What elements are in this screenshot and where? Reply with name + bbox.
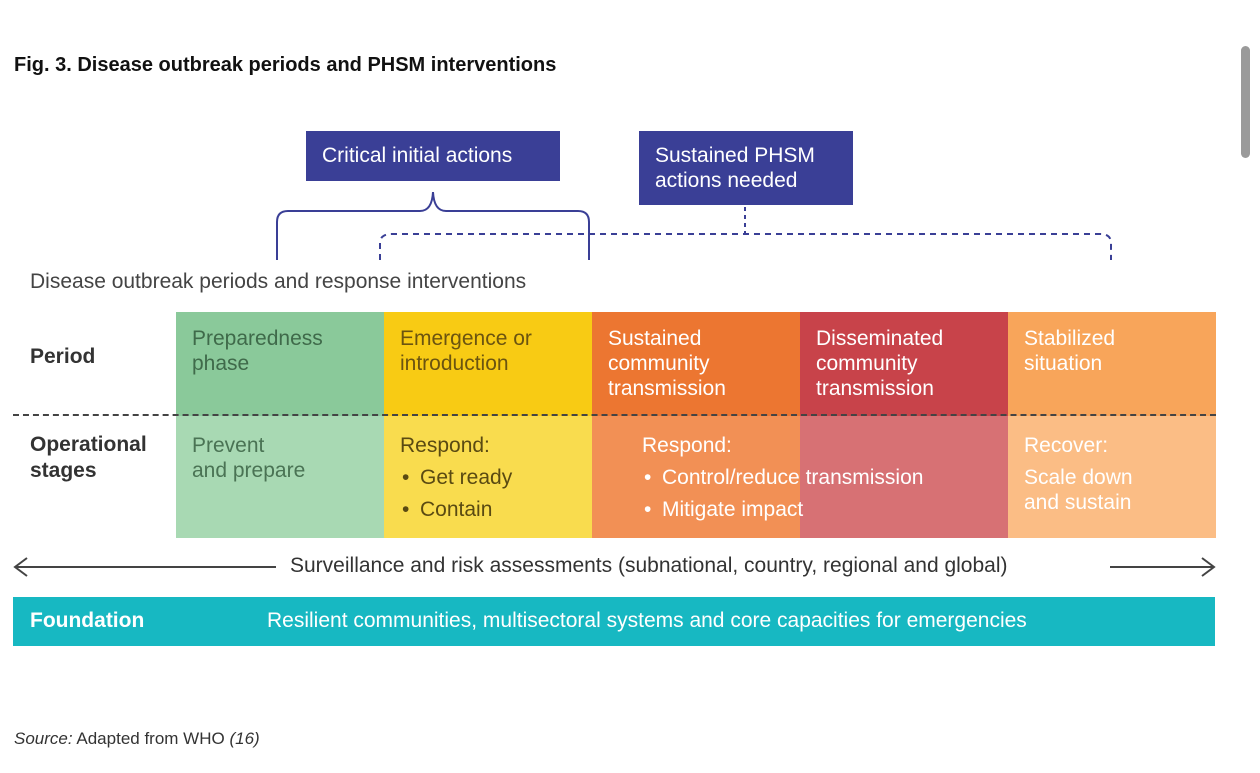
foundation-label: Foundation — [30, 609, 145, 632]
figure-title: Fig. 3. Disease outbreak periods and PHS… — [14, 54, 557, 76]
period-emergence: Emergence or introduction — [384, 312, 592, 416]
period-preparedness: Preparedness phase — [176, 312, 384, 416]
source-text: Adapted from WHO — [76, 729, 225, 748]
callout-critical-text: Critical initial actions — [322, 144, 513, 167]
row-label-operational-line1: Operational — [30, 433, 147, 456]
row-label-operational-line2: stages — [30, 459, 97, 482]
source-ref: (16) — [229, 729, 260, 748]
surveillance-arrows — [13, 557, 1216, 577]
period-stabilized: Stabilized situation — [1008, 312, 1216, 416]
stage-prevent-line1: Prevent — [192, 434, 265, 457]
period-disseminated-line3: transmission — [816, 377, 934, 400]
stage-recover-line1: Scale down — [1024, 466, 1133, 489]
section-label: Disease outbreak periods and response in… — [30, 270, 527, 293]
period-emergence-line1: Emergence or — [400, 327, 532, 350]
stage-respond-transmission-bullet2: Mitigate impact — [642, 497, 923, 522]
period-stabilized-line2: situation — [1024, 352, 1103, 375]
row-divider — [13, 414, 1216, 416]
stage-bg-prevent — [176, 416, 384, 538]
stage-respond-transmission-heading: Respond: — [642, 434, 732, 457]
scrollbar-thumb[interactable] — [1241, 46, 1250, 158]
sustained-bracket — [379, 233, 1112, 260]
brackets-graphic — [276, 191, 1112, 260]
period-disseminated-transmission: Disseminated community transmission — [800, 312, 1008, 416]
stage-prevent-line2: and prepare — [192, 459, 306, 482]
row-label-period: Period — [30, 345, 96, 368]
period-sustained-line3: transmission — [608, 377, 726, 400]
stage-respond-early: Respond: Get ready Contain — [400, 433, 512, 522]
stage-respond-early-bullet2: Contain — [400, 497, 512, 522]
callout-sustained-line1: Sustained PHSM — [655, 144, 815, 167]
surveillance-arrow-right-head — [1201, 557, 1216, 577]
period-sustained-line1: Sustained — [608, 327, 702, 350]
period-emergence-line2: introduction — [400, 352, 509, 375]
stage-prevent: Prevent and prepare — [192, 433, 305, 483]
foundation-text: Resilient communities, multisectoral sys… — [267, 609, 1027, 632]
surveillance-text: Surveillance and risk assessments (subna… — [290, 554, 1008, 577]
period-sustained-transmission: Sustained community transmission — [592, 312, 800, 416]
stage-respond-early-heading: Respond: — [400, 434, 490, 457]
period-preparedness-line1: Preparedness — [192, 327, 323, 350]
stage-bg-recover — [1008, 416, 1216, 538]
callout-sustained-actions: Sustained PHSM actions needed — [639, 131, 853, 205]
row-label-operational-stages: Operational stages — [30, 432, 147, 484]
callout-sustained-line2: actions needed — [655, 169, 798, 192]
source-prefix: Source: — [14, 729, 73, 748]
stage-respond-transmission-bullet1: Control/reduce transmission — [642, 465, 923, 490]
stage-recover-line2: and sustain — [1024, 491, 1132, 514]
foundation-bar — [13, 597, 1215, 646]
stage-respond-early-bullet1: Get ready — [400, 465, 512, 490]
source-note: Source: Adapted from WHO (16) — [14, 729, 260, 749]
callout-critical-actions: Critical initial actions — [306, 131, 560, 181]
critical-bracket — [276, 191, 590, 260]
surveillance-arrow-left-head — [13, 557, 28, 577]
period-stabilized-line1: Stabilized — [1024, 327, 1116, 350]
period-sustained-line2: community — [608, 352, 710, 375]
period-disseminated-line1: Disseminated — [816, 327, 944, 350]
stage-recover-heading: Recover: — [1024, 434, 1109, 457]
stage-respond-transmission: Respond: Control/reduce transmission Mit… — [642, 433, 923, 522]
period-disseminated-line2: community — [816, 352, 918, 375]
period-preparedness-line2: phase — [192, 352, 250, 375]
stage-recover: Recover: Scale down and sustain — [1024, 433, 1133, 515]
